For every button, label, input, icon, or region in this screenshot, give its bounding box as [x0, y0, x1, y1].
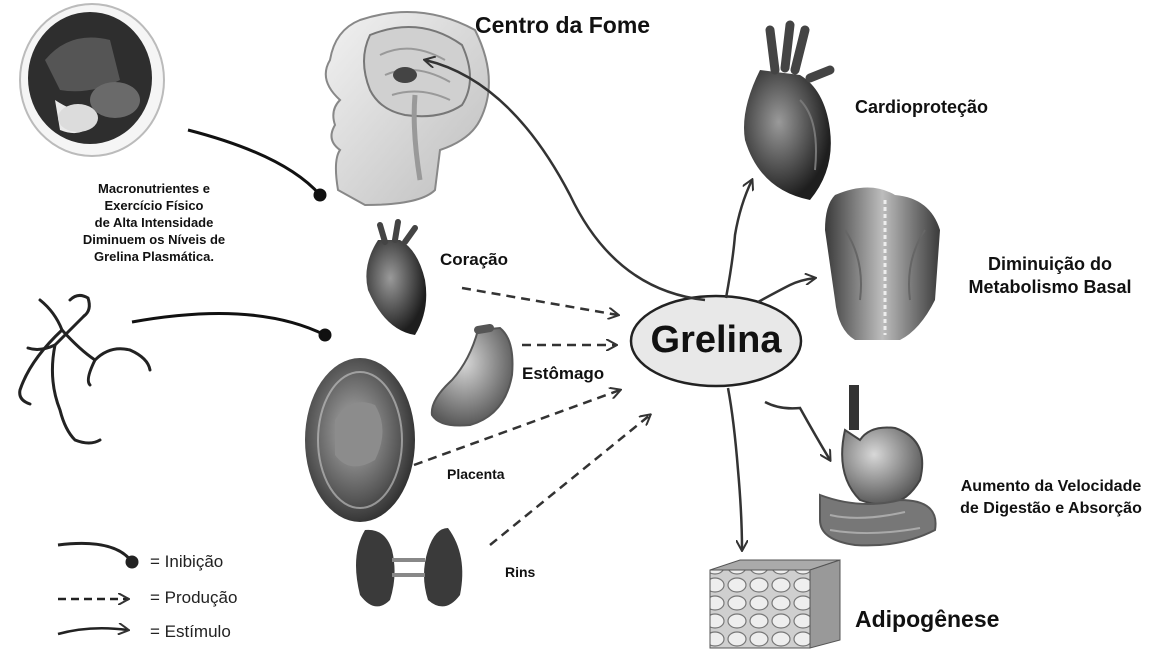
stimulus-arrow-adipogenesis	[728, 388, 742, 550]
inhibition-caption: Macronutrientes e Exercício Físico de Al…	[54, 180, 254, 265]
label-centro-fome: Centro da Fome	[475, 12, 650, 39]
heart-small-image	[366, 222, 426, 335]
label-cardioprotecao: Cardioproteção	[855, 97, 988, 118]
digestive-tract-image	[820, 385, 936, 545]
label-digestao-absorcao: Aumento da Velocidade de Digestão e Abso…	[940, 476, 1162, 520]
label-placenta: Placenta	[447, 466, 505, 482]
placenta-fetus-image	[305, 358, 415, 522]
label-metabolismo-basal: Diminuição do Metabolismo Basal	[950, 253, 1150, 299]
legend-inhibition-symbol	[58, 543, 132, 562]
label-estomago: Estômago	[522, 364, 604, 384]
stimulus-arrow-cardioprotection	[726, 180, 752, 298]
legend-symbols	[58, 543, 137, 634]
legend-stimulus-label: = Estímulo	[150, 622, 231, 642]
stomach-image	[432, 328, 513, 426]
back-muscles-image	[825, 188, 940, 341]
inhibition-dot-food	[315, 190, 325, 200]
label-rins: Rins	[505, 564, 535, 580]
adipose-tissue-image	[710, 560, 840, 648]
heart-large-image	[744, 25, 831, 200]
stimulus-arrow-digestion	[765, 402, 830, 460]
grelina-label: Grelina	[641, 319, 791, 362]
label-adipogenese: Adipogênese	[855, 606, 999, 633]
legend-production-label: = Produção	[150, 588, 237, 608]
label-coracao: Coração	[440, 250, 508, 270]
legend-stimulus-symbol	[58, 628, 128, 634]
runner-figure-image	[20, 295, 150, 443]
production-arrow-heart	[462, 288, 618, 315]
head-brain-image	[326, 12, 489, 205]
inhibition-line-exercise	[132, 314, 325, 335]
food-plate-image	[20, 4, 164, 156]
legend-inhibition-label: = Inibição	[150, 552, 223, 572]
kidneys-image	[356, 528, 462, 606]
stimulus-arrow-metabolism	[758, 278, 815, 302]
inhibition-dot-exercise	[320, 330, 330, 340]
production-arrow-kidneys	[490, 415, 650, 545]
